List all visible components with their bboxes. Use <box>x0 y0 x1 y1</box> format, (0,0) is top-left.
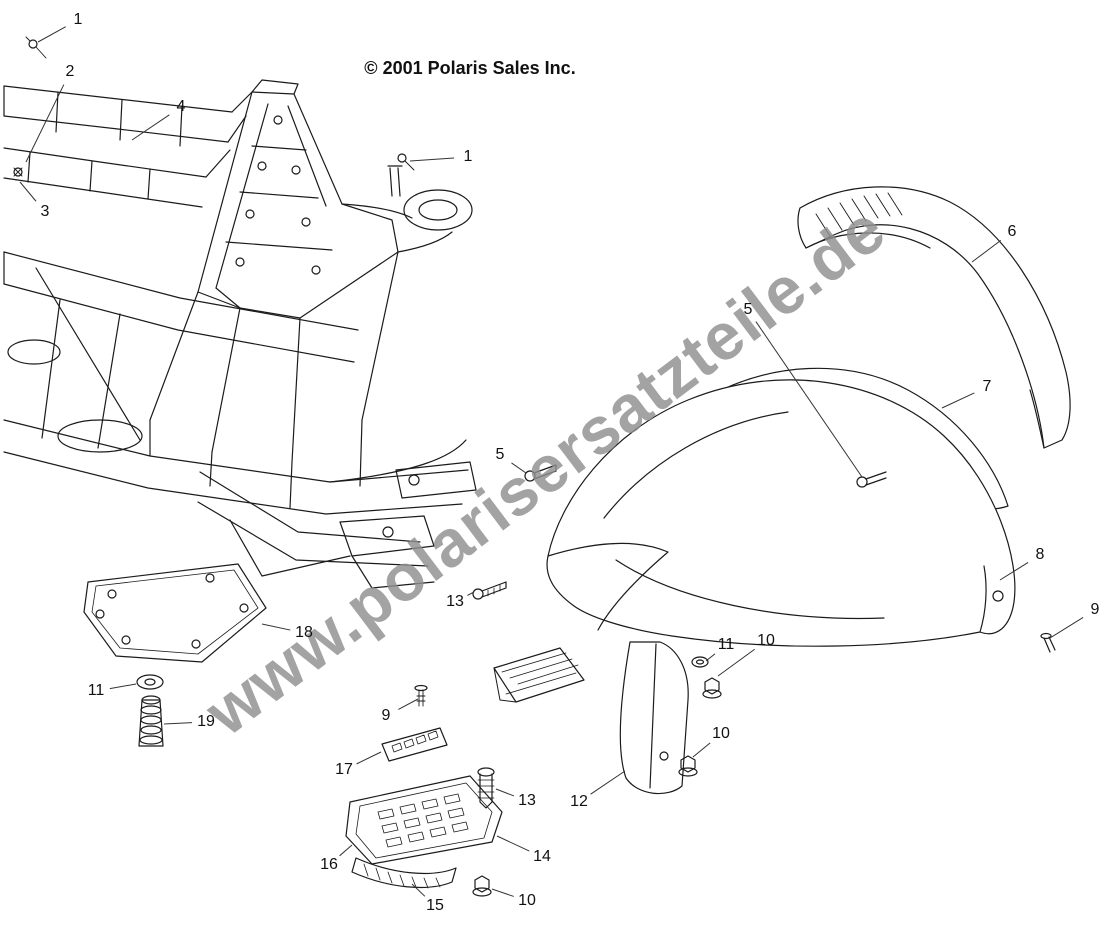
leader-line-5 <box>755 321 863 478</box>
leader-line-2 <box>25 84 65 163</box>
leader-line-1 <box>37 26 66 43</box>
callout-10: 10 <box>518 892 536 909</box>
callout-5: 5 <box>495 446 505 463</box>
leader-line-9 <box>1049 616 1084 639</box>
leader-lines <box>19 26 1084 897</box>
leader-line-12 <box>590 770 626 795</box>
copyright-text: © 2001 Polaris Sales Inc. <box>364 58 576 78</box>
callout-9: 9 <box>1090 601 1100 618</box>
leader-line-10 <box>717 648 755 677</box>
leader-line-10 <box>491 888 514 897</box>
leader-line-10 <box>692 742 711 758</box>
leader-line-13 <box>467 591 475 596</box>
leader-line-15 <box>411 883 426 897</box>
rear-cab-drawing <box>546 186 1071 795</box>
leader-line-9 <box>398 698 419 710</box>
callout-17: 17 <box>335 761 353 778</box>
callout-11: 11 <box>87 682 105 699</box>
callout-13: 13 <box>518 792 536 809</box>
leader-line-11 <box>109 683 137 690</box>
callout-1: 1 <box>73 11 83 28</box>
callout-1: 1 <box>463 148 473 165</box>
callout-15: 15 <box>426 897 444 914</box>
leader-line-4 <box>131 114 170 141</box>
callout-11: 11 <box>717 636 735 653</box>
leader-line-14 <box>496 835 530 852</box>
callout-12: 12 <box>570 793 588 810</box>
callout-19: 19 <box>197 713 215 730</box>
leader-line-8 <box>999 561 1029 581</box>
leader-line-17 <box>356 751 382 765</box>
callout-14: 14 <box>533 848 551 865</box>
callout-10: 10 <box>757 632 775 649</box>
leader-line-1 <box>409 157 455 162</box>
leader-line-18 <box>261 623 291 631</box>
callout-4: 4 <box>176 98 186 115</box>
callout-6: 6 <box>1007 223 1017 240</box>
leader-line-5 <box>511 462 527 474</box>
callout-3: 3 <box>40 203 50 220</box>
leader-line-7 <box>941 392 975 409</box>
leader-line-11 <box>705 653 716 662</box>
callout-5: 5 <box>743 301 753 318</box>
frame-drawing <box>3 79 477 589</box>
leader-line-3 <box>19 181 37 202</box>
callout-13: 13 <box>446 593 464 610</box>
callout-16: 16 <box>320 856 338 873</box>
callout-8: 8 <box>1035 546 1045 563</box>
callout-7: 7 <box>982 378 992 395</box>
callout-9: 9 <box>381 707 391 724</box>
leader-line-6 <box>971 239 1002 263</box>
leader-line-16 <box>339 844 353 857</box>
callout-2: 2 <box>65 63 75 80</box>
callout-18: 18 <box>295 624 313 641</box>
leader-line-19 <box>163 722 193 725</box>
leader-line-13 <box>495 788 515 797</box>
callout-10: 10 <box>712 725 730 742</box>
hardware-drawing <box>25 36 1056 897</box>
